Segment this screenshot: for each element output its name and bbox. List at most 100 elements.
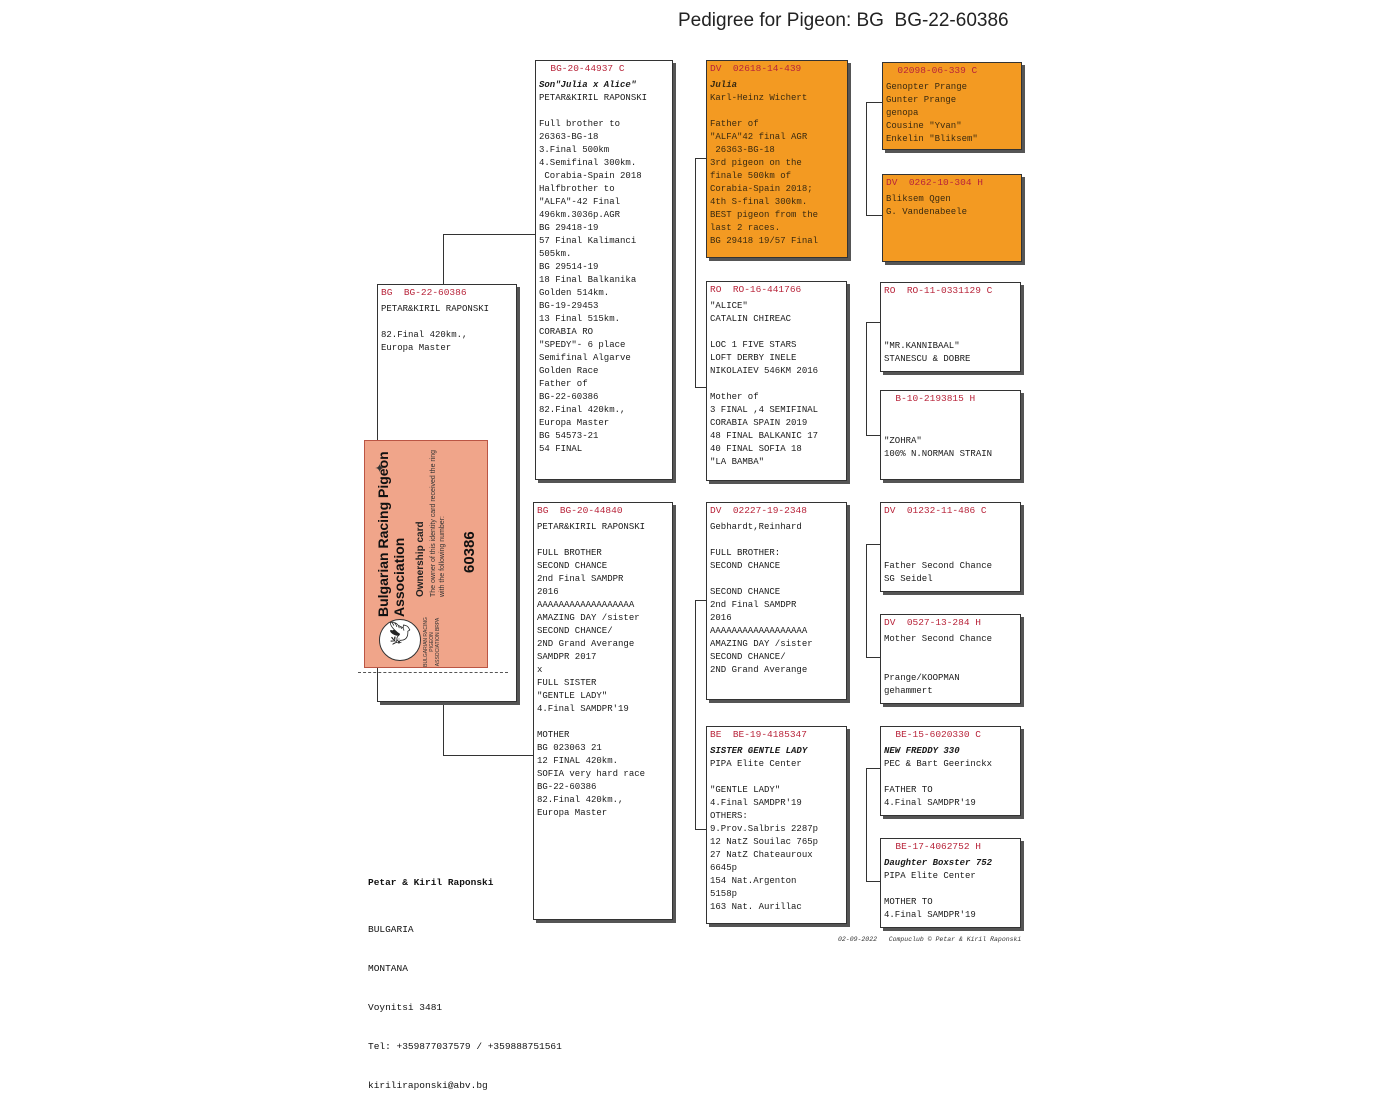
detail-line: SECOND CHANCE [537,561,608,571]
detail-line [710,105,844,118]
ring-number: 02618-14-439 [732,63,802,74]
detail-line: "ALFA"42 final AGR [710,132,808,142]
detail-line: PETAR&KIRIL RAPONSKI [381,304,490,314]
ring-header: RO RO-16-441766 [710,284,843,296]
ring-number: BE-15-6020330 C [895,729,981,740]
ring-number: B-10-2193815 H [895,393,976,404]
detail-line: CORABIA RO [539,327,594,337]
detail-line: genopa [886,108,919,118]
owner-country: BULGARIA [368,924,414,935]
detail-line: Full brother to [539,119,621,129]
country-code: BE [710,729,722,740]
detail-line: MOTHER TO [884,897,933,907]
country-code: DV [886,177,898,188]
detail-line: Halfbrother to [539,184,615,194]
detail-line [884,883,1017,896]
detail-line: AMAZING DAY /sister [537,613,640,623]
detail-line: Karl-Heinz Wichert [710,93,808,103]
connector-gg3-4 [866,322,883,436]
detail-line [710,771,843,784]
ring-number: BG-22-60386 [403,287,467,298]
owner-name: Petar & Kiril Raponski [368,877,494,888]
detail-line: "GENTLE LADY" [537,691,608,701]
ring-header: DV 02227-19-2348 [710,505,843,517]
detail-line: "ZOHRA" [884,436,922,446]
detail-line: Father Second Chance [884,561,993,571]
detail-line: 4.Final SAMDPR'19 [884,798,976,808]
card-subject-cut-edge [358,672,508,703]
ring-header: BE-15-6020330 C [884,729,1017,741]
detail-line: BG 023063 21 [537,743,602,753]
detail-line: STANESCU & DOBRE [884,354,971,364]
detail-line: 18 Final Balkanika [539,275,637,285]
bird-mark-icon: ✦ [373,462,387,473]
card-gg3: RO RO-11-0331129 C"MR.KANNIBAAL"STANESCU… [880,282,1021,372]
detail-line: BG 29418 19/57 Final [710,236,819,246]
country-code: RO [710,284,722,295]
ownership-card-title: Ownership card [415,521,426,597]
detail-line: 2ND Grand Averange [537,639,635,649]
detail-line: G. Vandenabeele [886,207,968,217]
detail-line: Bliksem Qgen [886,194,951,204]
ring-number: 02227-19-2348 [732,505,807,516]
ring-header: BG BG-22-60386 [381,287,513,299]
detail-line: PETAR&KIRIL RAPONSKI [537,522,646,532]
pigeon-icon: 🕊 [390,620,412,646]
detail-line: PETAR&KIRIL RAPONSKI [539,93,648,103]
detail-line [884,314,1017,327]
connector-gg1-2 [866,102,883,216]
detail-line: Europa Master [539,418,610,428]
detail-line: SECOND CHANCE/ [537,626,613,636]
ring-number: 0262-10-304 H [908,177,983,188]
detail-line: BG 29418-19 [539,223,599,233]
detail-line: "GENTLE LADY" [710,785,781,795]
detail-line: Son"Julia x Alice" [539,80,637,90]
detail-line: last 2 races. [710,223,781,233]
detail-line: "LA BAMBA" [710,457,765,467]
detail-line [710,534,843,547]
detail-line: BG-22-60386 [537,782,597,792]
detail-line: "ALFA"-42 Final [539,197,621,207]
detail-line [884,659,1017,672]
detail-line: SECOND CHANCE/ [710,652,786,662]
detail-line: PIPA Elite Center [710,759,802,769]
ring-header: BE-17-4062752 H [884,841,1017,853]
detail-line: 82.Final 420km., [381,330,468,340]
page-title: Pedigree for Pigeon: BG BG-22-60386 [678,10,1009,31]
detail-line: 40 FINAL SOFIA 18 [710,444,802,454]
detail-line: MOTHER [537,730,570,740]
detail-line: 82.Final 420km., [539,405,626,415]
detail-line: Prange/KOOPMAN [884,673,960,683]
detail-line: Golden 514km. [539,288,610,298]
pigeon-details: Son"Julia x Alice" PETAR&KIRIL RAPONSKI Fu… [539,79,669,456]
detail-line: 26363-BG-18 [710,145,775,155]
detail-line: 2ND Grand Averange [710,665,808,675]
country-code: DV [710,505,722,516]
detail-line: FULL BROTHER [537,548,602,558]
detail-line: FATHER TO [884,785,933,795]
detail-line: Europa Master [381,343,452,353]
detail-line [710,326,843,339]
detail-line: BG-19-29453 [539,301,599,311]
detail-line: 54 FINAL [539,444,583,454]
detail-line: Mother Second Chance [884,634,993,644]
detail-line [884,409,1017,422]
detail-line: BG 29514-19 [539,262,599,272]
detail-line: BG-22-60386 [539,392,599,402]
detail-line: SECOND CHANCE [710,587,781,597]
detail-line: PEC & Bart Geerinckx [884,759,993,769]
detail-line: "ALICE" [710,301,748,311]
detail-line: 4.Final SAMDPR'19 [537,704,629,714]
ring-header: 02098-06-339 C [886,65,1018,77]
detail-line: 27 NatZ Chateauroux [710,850,813,860]
pedigree-page: Pedigree for Pigeon: BG BG-22-60386 BG B… [358,10,1022,1091]
